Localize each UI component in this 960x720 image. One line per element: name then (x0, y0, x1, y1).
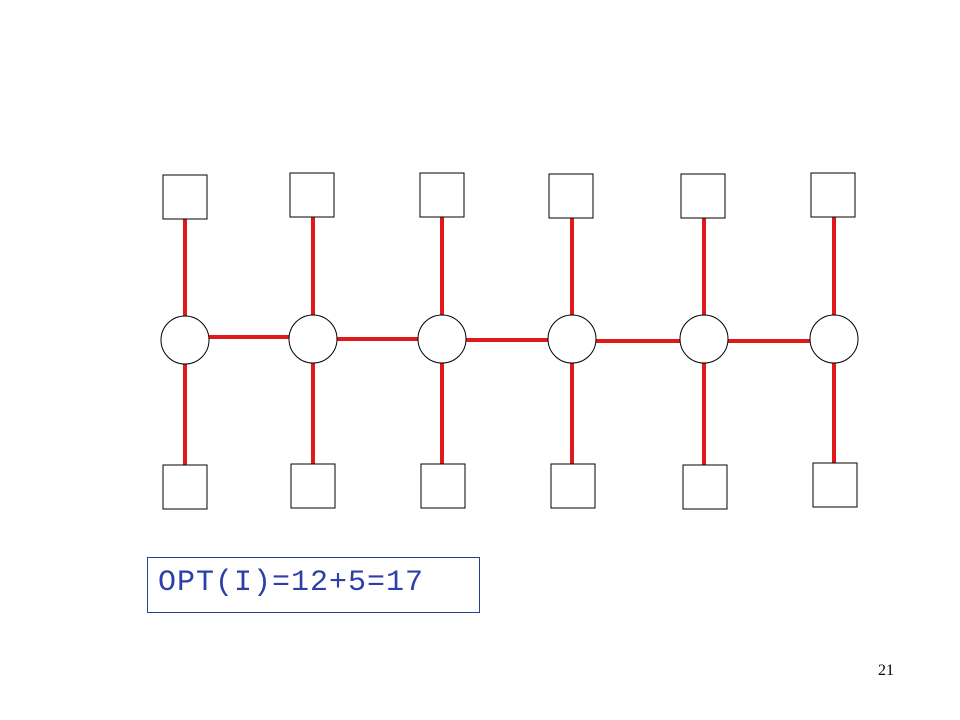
top-square-node-2 (289, 172, 335, 218)
node-group (160, 172, 859, 510)
bottom-square-node-2 (290, 463, 336, 509)
circle-node-5 (679, 314, 729, 364)
bottom-square-node-4 (550, 463, 596, 509)
formula-text: OPT(I)=12+5=17 (158, 566, 425, 600)
circle-node-6 (809, 314, 859, 364)
circle-node-2 (288, 314, 338, 364)
edge-group (183, 217, 836, 465)
top-square-node-3 (419, 172, 465, 218)
bottom-square-node-3 (420, 463, 466, 509)
circle-node-1 (160, 315, 210, 365)
bottom-square-node-1 (162, 464, 208, 510)
top-square-node-6 (810, 172, 856, 218)
bottom-square-node-5 (682, 464, 728, 510)
circle-node-3 (417, 314, 467, 364)
top-square-node-5 (680, 173, 726, 219)
page-number: 21 (878, 662, 894, 679)
top-square-node-4 (548, 173, 594, 219)
circle-node-4 (547, 314, 597, 364)
top-square-node-1 (162, 174, 208, 220)
bottom-square-node-6 (812, 462, 858, 508)
formula-box: OPT(I)=12+5=17 (147, 557, 480, 613)
